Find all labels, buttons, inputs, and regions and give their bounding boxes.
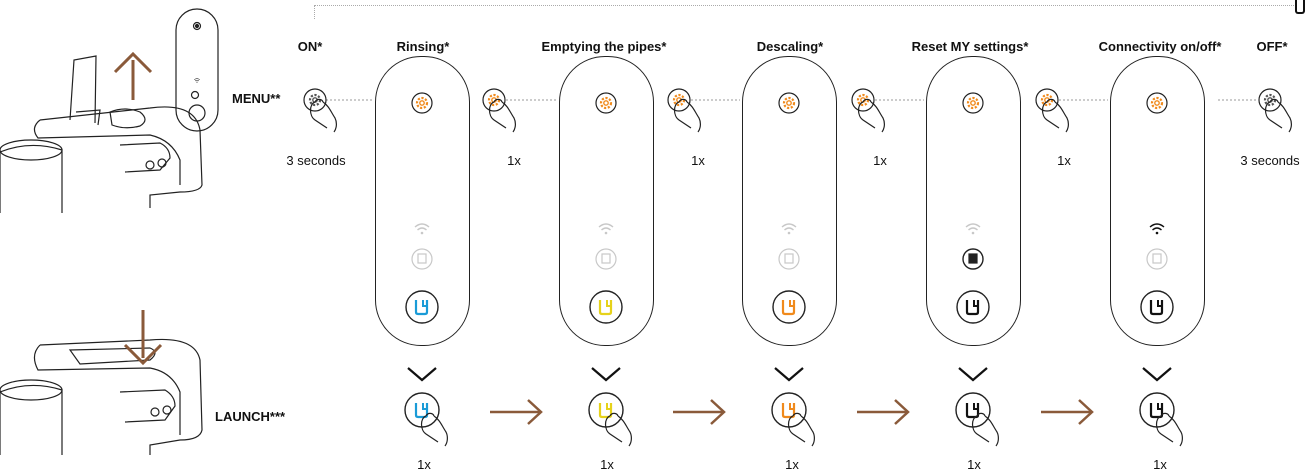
press-label-launch-2: 1x bbox=[600, 457, 614, 472]
arrow-down-icon bbox=[123, 310, 163, 366]
panel-connectivity-icons bbox=[1140, 92, 1174, 324]
panel-descaling-icons bbox=[772, 92, 806, 324]
header-emptying: Emptying the pipes* bbox=[541, 39, 667, 54]
top-guide-line bbox=[314, 5, 1294, 6]
press-label-launch-3: 1x bbox=[785, 457, 799, 472]
header-rinsing: Rinsing* bbox=[396, 39, 450, 54]
machine-top-illustration bbox=[0, 55, 203, 213]
menu-button-3 bbox=[851, 88, 885, 133]
menu-button-1 bbox=[482, 88, 516, 133]
panel-reset-icons bbox=[956, 92, 990, 324]
launch-button-3 bbox=[771, 392, 815, 447]
arrow-right-icons bbox=[490, 399, 1094, 425]
corner-mark bbox=[1295, 0, 1305, 14]
chevron-down-icons bbox=[407, 367, 1172, 382]
hold-label-off: 3 seconds bbox=[1240, 153, 1300, 168]
press-label-menu-2: 1x bbox=[691, 153, 705, 168]
row-label-menu: MENU** bbox=[232, 91, 281, 106]
menu-button-on bbox=[303, 88, 337, 133]
top-guide-tick bbox=[314, 5, 315, 19]
hold-label-on: 3 seconds bbox=[286, 153, 346, 168]
panel-rinsing-icons bbox=[405, 92, 439, 324]
header-on: ON* bbox=[297, 39, 323, 54]
device-detail-callout bbox=[175, 8, 219, 132]
press-label-menu-1: 1x bbox=[507, 153, 521, 168]
press-label-launch-1: 1x bbox=[417, 457, 431, 472]
header-off: OFF* bbox=[1256, 39, 1288, 54]
launch-button-4 bbox=[955, 392, 999, 447]
panel-emptying-icons bbox=[589, 92, 623, 324]
header-connectivity: Connectivity on/off* bbox=[1098, 39, 1222, 54]
launch-button-5 bbox=[1139, 392, 1183, 447]
press-label-launch-4: 1x bbox=[967, 457, 981, 472]
press-label-launch-5: 1x bbox=[1153, 457, 1167, 472]
row-label-launch: LAUNCH*** bbox=[215, 409, 286, 424]
press-label-menu-4: 1x bbox=[1057, 153, 1071, 168]
arrow-up-icon bbox=[113, 51, 153, 100]
menu-button-off bbox=[1258, 88, 1292, 133]
menu-button-4 bbox=[1035, 88, 1069, 133]
launch-button-2 bbox=[588, 392, 632, 447]
launch-button-1 bbox=[404, 392, 448, 447]
machine-bottom-illustration bbox=[0, 338, 203, 455]
header-descaling: Descaling* bbox=[756, 39, 824, 54]
header-reset: Reset MY settings* bbox=[911, 39, 1029, 54]
menu-button-2 bbox=[667, 88, 701, 133]
press-label-menu-3: 1x bbox=[873, 153, 887, 168]
